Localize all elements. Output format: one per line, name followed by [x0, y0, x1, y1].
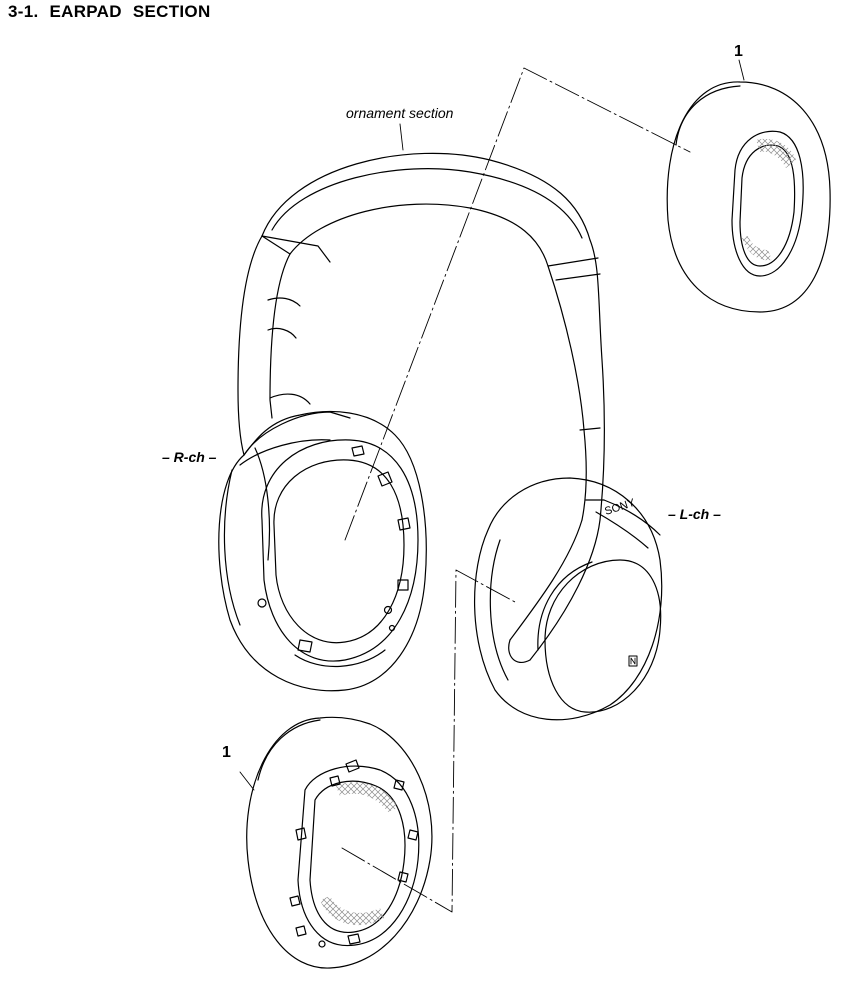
earpad-top	[666, 81, 831, 313]
part-ref-bottom: 1	[222, 744, 231, 761]
left-channel-housing	[474, 477, 663, 721]
earpad-bottom	[246, 716, 433, 969]
ornament-section-label: ornament section	[346, 105, 454, 121]
label-leaders	[239, 59, 745, 791]
section-title: 3-1. EARPAD SECTION	[8, 2, 211, 21]
part-ref-top: 1	[734, 43, 743, 60]
left-channel-label: – L-ch –	[668, 506, 721, 522]
assembly-lines	[341, 67, 691, 913]
right-channel-housing	[218, 410, 427, 692]
right-channel-label: – R-ch –	[162, 449, 217, 465]
headband	[237, 152, 606, 521]
brand-logo-text: SONY	[603, 497, 637, 518]
